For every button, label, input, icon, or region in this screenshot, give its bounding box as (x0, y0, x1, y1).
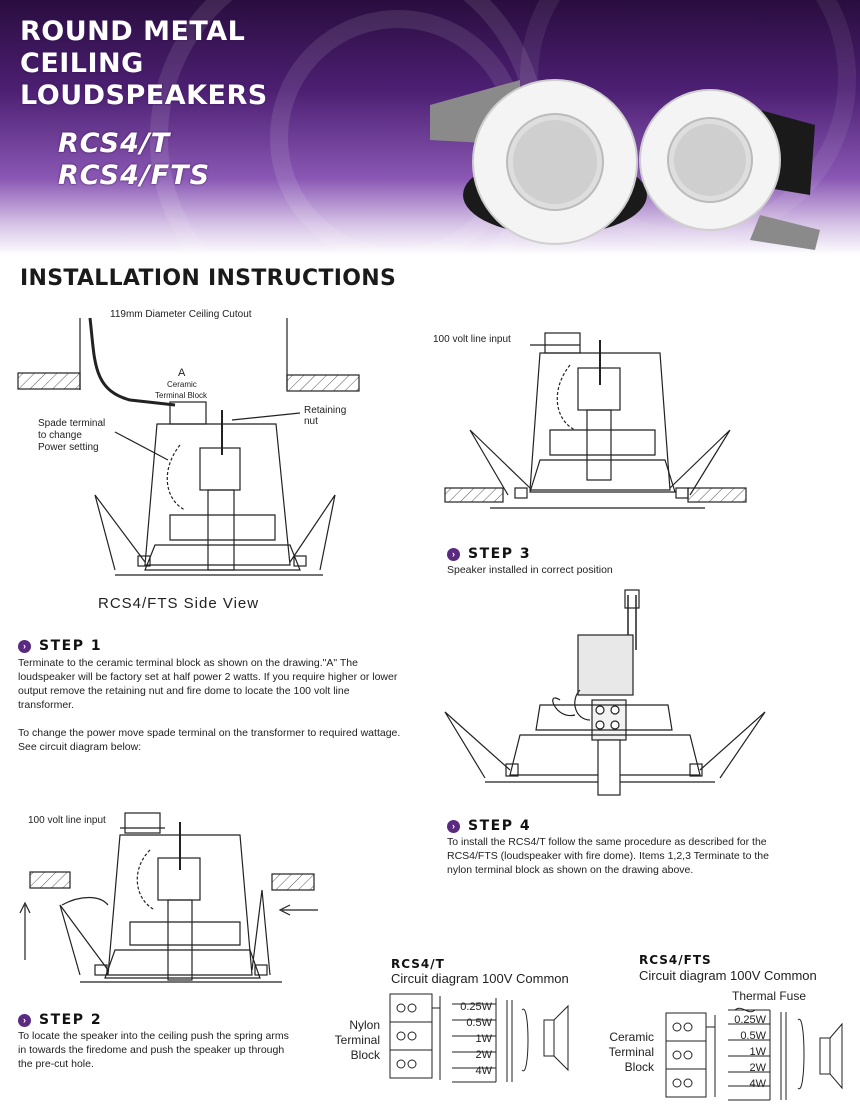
speaker-right (639, 89, 820, 250)
chevron-right-icon: › (18, 639, 31, 653)
nylon-block-label: Nylon Terminal Block (334, 1018, 380, 1062)
power-tap-label: 0.25W (734, 1014, 766, 1026)
step-title: STEP 1 (39, 638, 103, 654)
step2-text: To locate the speaker into the ceiling p… (18, 1030, 289, 1070)
banner-title-line: ROUND METAL (20, 16, 246, 47)
step3-text: Speaker installed in correct position (447, 564, 613, 576)
cutout-label: 119mm Diameter Ceiling Cutout (110, 309, 252, 320)
spade-terminal-label: Spade terminal to change Power setting (38, 418, 106, 453)
retaining-nut-label: Retaining nut (304, 405, 347, 427)
power-tap-label: 1W (475, 1033, 493, 1045)
model-name: RCS4/T (58, 128, 171, 159)
side-view-caption: RCS4/FTS Side View (98, 595, 260, 612)
line-input-label: 100 volt line input (28, 815, 106, 826)
terminal-label-line: Ceramic (167, 380, 197, 389)
power-tap-label: 0.25W (460, 1001, 492, 1013)
chevron-right-icon: › (447, 819, 460, 833)
step2-heading: › STEP 2 (18, 1012, 102, 1028)
step-title: STEP 4 (468, 818, 532, 834)
banner-title: ROUND METAL CEILING LOUDSPEAKERS (20, 16, 268, 112)
circuit-t-subtitle: Circuit diagram 100V Common (391, 971, 569, 986)
chevron-right-icon: › (447, 547, 460, 561)
circuit-fts-title: RCS4/FTS (639, 953, 712, 967)
step-title: STEP 3 (468, 546, 532, 562)
power-tap-label: 2W (749, 1062, 767, 1074)
banner-title-line: CEILING (20, 48, 144, 79)
page-title: INSTALLATION INSTRUCTIONS (20, 266, 397, 291)
power-tap-label: 4W (475, 1065, 493, 1077)
power-tap-label: 4W (749, 1078, 767, 1090)
step-title: STEP 2 (39, 1012, 103, 1028)
step4-text: To install the RCS4/T follow the same pr… (447, 836, 769, 876)
step4-heading: › STEP 4 (447, 818, 531, 834)
power-tap-label: 2W (475, 1049, 493, 1061)
speaker-left (430, 79, 647, 245)
step1-heading: › STEP 1 (18, 638, 102, 654)
point-a-label: A (178, 367, 186, 379)
power-tap-label: 0.5W (466, 1017, 492, 1029)
line-input-label: 100 volt line input (433, 334, 511, 345)
chevron-right-icon: › (18, 1013, 31, 1027)
circuit-t-title: RCS4/T (391, 957, 445, 971)
step1-text: Terminate to the ceramic terminal block … (18, 657, 401, 753)
step3-heading: › STEP 3 (447, 546, 531, 562)
power-tap-label: 1W (749, 1046, 767, 1058)
header-banner: ROUND METAL CEILING LOUDSPEAKERS RCS4/T … (0, 0, 860, 255)
banner-title-line: LOUDSPEAKERS (20, 80, 268, 111)
model-name: RCS4/FTS (58, 160, 211, 191)
ceramic-block-label: Ceramic Terminal Block (608, 1030, 654, 1074)
speaker-product-image (430, 79, 820, 250)
power-tap-label: 0.5W (740, 1030, 766, 1042)
terminal-label-line: Terminal Block (155, 391, 208, 400)
circuit-fts-subtitle: Circuit diagram 100V Common (639, 968, 817, 983)
thermal-fuse-label: Thermal Fuse (732, 989, 807, 1003)
